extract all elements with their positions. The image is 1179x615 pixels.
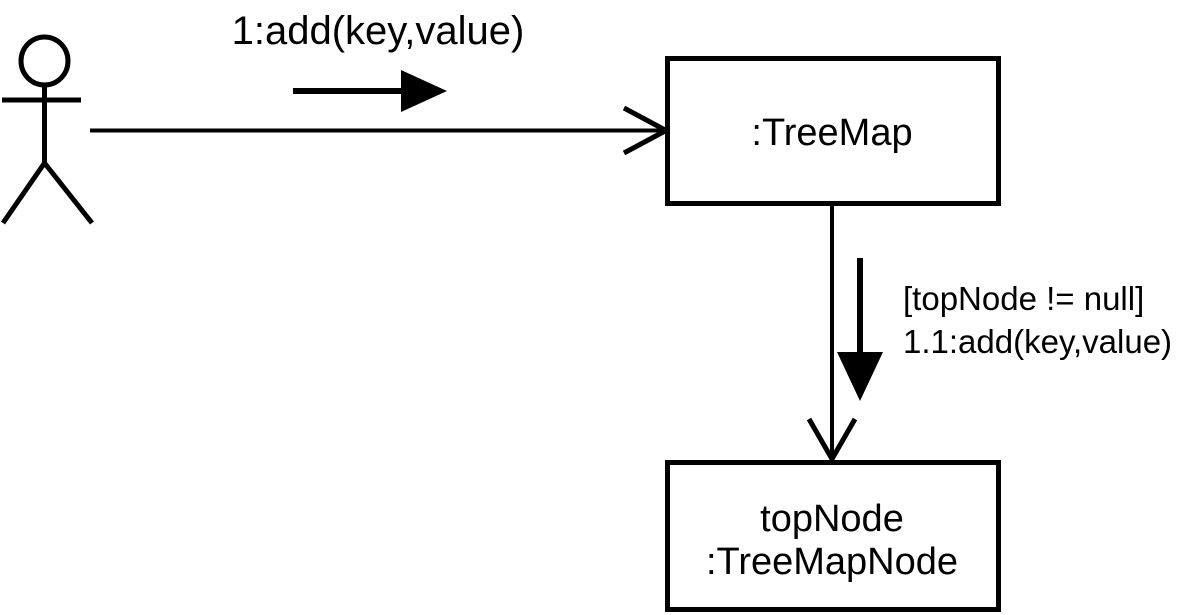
topnode-box-label-line1: topNode	[760, 498, 904, 540]
treemap-object-box[interactable]: :TreeMap	[665, 56, 1001, 206]
actor-right-leg-line	[42, 161, 94, 225]
message-1-label: 1:add(key,value)	[232, 9, 525, 53]
message-11-text-block: [topNode != null] 1.1:add(key,value)	[903, 280, 1172, 360]
message-11-direction-marker	[837, 258, 883, 401]
actor-head-icon	[18, 34, 71, 88]
message-11-open-arrowhead-icon	[806, 417, 858, 465]
message-11-label: 1.1:add(key,value)	[903, 323, 1172, 360]
topnode-box-label-line2: :TreeMapNode	[706, 541, 958, 583]
treemap-box-label: :TreeMap	[751, 112, 912, 154]
topnode-box-rect	[665, 460, 1001, 612]
topnode-object-box[interactable]: topNode :TreeMapNode	[665, 460, 1001, 612]
message-11-guard: [topNode != null]	[903, 280, 1144, 317]
actor-left-leg-line	[0, 161, 47, 225]
treemap-box-rect	[665, 56, 1001, 206]
message-1-link[interactable]	[90, 105, 672, 156]
message-11-link[interactable]	[806, 205, 858, 465]
message-11-filled-arrowhead-icon	[837, 352, 883, 401]
message-1-filled-arrowhead-icon	[401, 70, 447, 112]
message-1-direction-marker	[293, 70, 447, 112]
actor-stick-figure[interactable]	[0, 34, 94, 225]
